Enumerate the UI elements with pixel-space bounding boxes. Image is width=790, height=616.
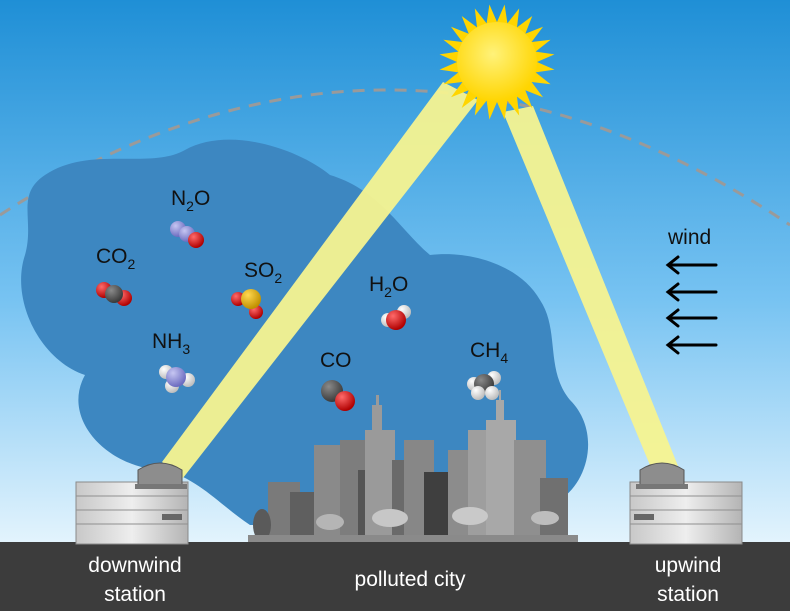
wind-label: wind — [667, 226, 711, 249]
light-beam-downwind — [162, 82, 478, 478]
h2o-label: H2O — [369, 273, 408, 300]
upwind-station-label-line2: station — [657, 583, 719, 606]
sun-icon — [439, 4, 555, 120]
nh3-label: NH3 — [152, 330, 190, 357]
ground — [0, 542, 790, 611]
sun-path-arc — [0, 88, 790, 227]
upwind-station-icon — [629, 462, 743, 545]
co2-molecule-icon — [96, 282, 132, 306]
city-label: polluted city — [355, 568, 466, 591]
downwind-station-icon — [75, 462, 189, 545]
city-skyline-icon — [248, 390, 578, 545]
co2-label: CO2 — [96, 245, 136, 272]
wind-arrows-icon — [665, 255, 718, 355]
pollution-cloud — [21, 139, 589, 528]
nh3-molecule-icon — [159, 365, 195, 393]
ch4-label: CH4 — [470, 339, 508, 366]
h2o-molecule-icon — [381, 305, 411, 330]
light-beam-upwind — [503, 106, 678, 470]
downwind-station-label-line1: downwind — [88, 554, 181, 577]
so2-label: SO2 — [244, 259, 282, 286]
co-label: CO — [320, 349, 352, 372]
downwind-station-label-line2: station — [104, 583, 166, 606]
n2o-molecule-icon — [170, 221, 204, 248]
so2-molecule-icon — [231, 289, 263, 319]
n2o-label: N2O — [171, 187, 210, 214]
ch4-molecule-icon — [467, 371, 501, 400]
upwind-station-label-line1: upwind — [655, 554, 722, 577]
co-molecule-icon — [321, 380, 355, 411]
